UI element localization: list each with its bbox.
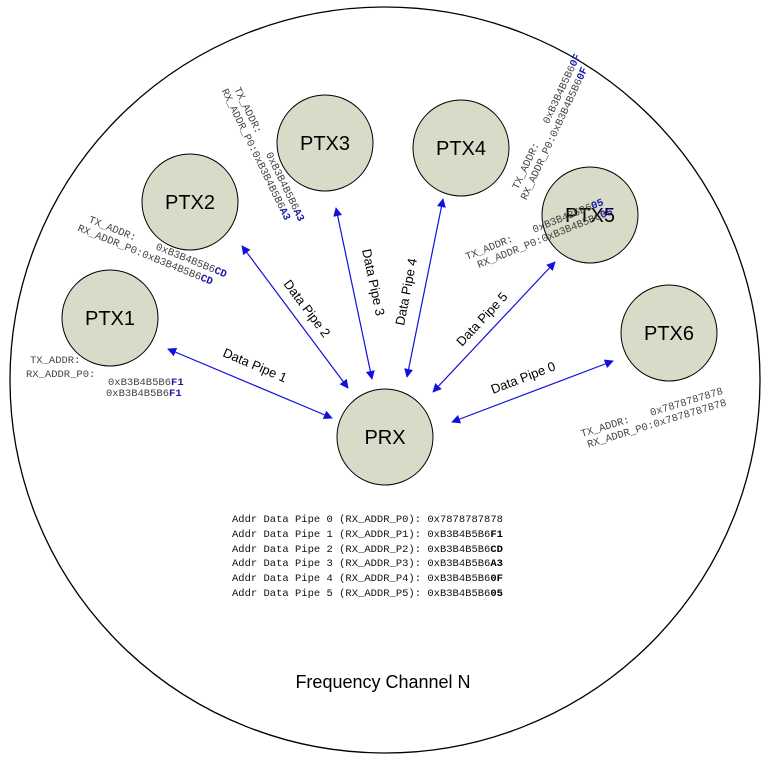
ptx1-tx-suffix: F1: [171, 377, 184, 389]
ptx1-rx-suffix: F1: [169, 388, 182, 400]
node-ptx3: PTX3: [276, 94, 374, 192]
node-ptx6: PTX6: [620, 284, 718, 382]
table-row: Addr Data Pipe 0 (RX_ADDR_P0): 0x7878787…: [232, 514, 503, 526]
svg-text:RX_ADDR_P0:: RX_ADDR_P0:: [26, 369, 95, 381]
ptx5-tx-suffix: 05: [590, 197, 606, 213]
ptx1-rx-label: RX_ADDR_P0:: [26, 369, 95, 381]
ptx2-tx-suffix: CD: [212, 265, 228, 281]
ptx2-rx-suffix: CD: [198, 273, 214, 289]
ptx3-rx-suffix: A3: [276, 206, 292, 223]
ptx3-tx-suffix: A3: [290, 207, 306, 224]
node-ptx3-label: PTX3: [300, 133, 350, 155]
node-ptx6-label: PTX6: [644, 323, 694, 345]
ptx5-rx-suffix: 05: [599, 206, 615, 222]
svg-text:0xB3B4B5B6F1: 0xB3B4B5B6F1: [108, 377, 184, 389]
node-ptx4-label: PTX4: [436, 138, 486, 160]
node-prx: PRX: [336, 388, 434, 486]
pipe-2-arrow: [241, 245, 349, 389]
node-ptx2: PTX2: [141, 153, 239, 251]
frequency-channel-label: Frequency Channel N: [295, 672, 470, 692]
pipe-3-label: Data Pipe 3: [359, 248, 388, 318]
ptx1-address: TX_ADDR: 0xB3B4B5B6F1 RX_ADDR_P0: 0xB3B4…: [26, 355, 184, 400]
table-row: Addr Data Pipe 2 (RX_ADDR_P2): 0xB3B4B5B…: [232, 544, 503, 556]
channel-boundary: [9, 6, 761, 754]
node-ptx5-label: PTX5: [565, 205, 615, 227]
ptx1-tx-label: TX_ADDR:: [30, 355, 80, 367]
pipe-0-label: Data Pipe 0: [489, 358, 558, 396]
table-row: Addr Data Pipe 1 (RX_ADDR_P1): 0xB3B4B5B…: [232, 529, 503, 541]
data-pipe-arrows: [167, 198, 614, 424]
ptx1-rx-value: 0xB3B4B5B6: [106, 388, 169, 400]
table-row: Addr Data Pipe 5 (RX_ADDR_P5): 0xB3B4B5B…: [232, 588, 503, 600]
pipe-4-arrow: [404, 198, 446, 378]
ptx4-rx-suffix: 0F: [575, 66, 591, 82]
ptx6-address: TX_ADDR:0x7878787878 RX_ADDR_P0:0x787878…: [580, 386, 728, 451]
ptx1-tx-value: 0xB3B4B5B6: [108, 377, 171, 389]
node-ptx2-label: PTX2: [165, 192, 215, 214]
pipe-0-arrow: [451, 359, 614, 424]
node-prx-label: PRX: [364, 427, 405, 449]
ptx4-tx-suffix: 0F: [568, 52, 584, 68]
node-ptx1: PTX1: [61, 269, 159, 367]
pipe-4-label: Data Pipe 4: [392, 257, 420, 327]
node-ptx5: PTX5: [541, 166, 639, 264]
svg-text:0xB3B4B5B6F1: 0xB3B4B5B6F1: [106, 388, 182, 400]
node-ptx1-label: PTX1: [85, 308, 135, 330]
address-table: Addr Data Pipe 0 (RX_ADDR_P0): 0x7878787…: [232, 514, 503, 600]
table-row: Addr Data Pipe 3 (RX_ADDR_P3): 0xB3B4B5B…: [232, 558, 503, 570]
node-ptx4: PTX4: [412, 99, 510, 197]
svg-text:TX_ADDR:: TX_ADDR:: [30, 355, 80, 367]
pipe-1-label: Data Pipe 1: [221, 345, 289, 385]
pipe-3-arrow: [333, 207, 375, 380]
table-row: Addr Data Pipe 4 (RX_ADDR_P4): 0xB3B4B5B…: [232, 573, 503, 585]
